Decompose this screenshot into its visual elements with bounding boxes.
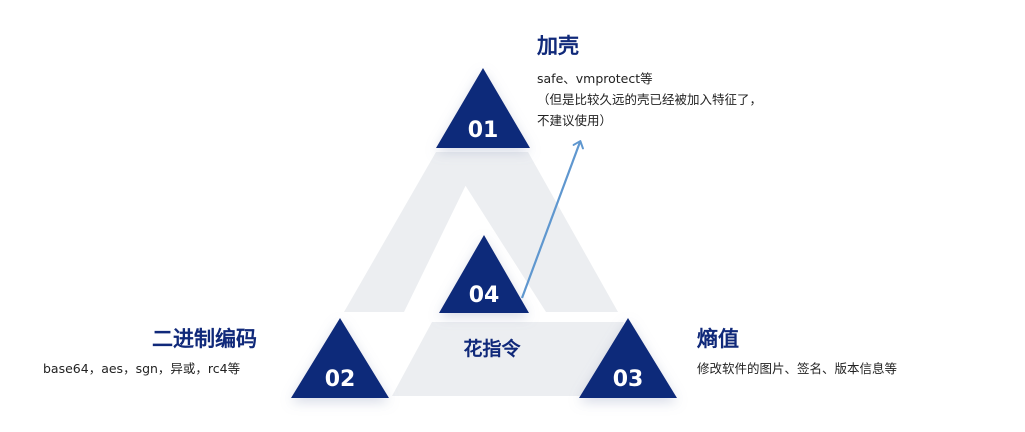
triangle-01 — [436, 68, 530, 148]
title-03: 熵值 — [697, 327, 739, 351]
title-01: 加壳 — [537, 34, 579, 58]
number-04: 04 — [469, 283, 500, 308]
frame-left-segment — [344, 152, 482, 312]
frame-right-segment — [444, 152, 618, 312]
title-04: 花指令 — [463, 337, 521, 360]
frame-bottom-segment — [392, 322, 624, 396]
desc-01-line-2: （但是比较久远的壳已经被加入特征了， — [537, 92, 763, 107]
title-02: 二进制编码 — [152, 327, 257, 351]
number-03: 03 — [613, 367, 644, 392]
number-01: 01 — [468, 118, 499, 143]
desc-02: base64，aes，sgn，异或，rc4等 — [43, 358, 240, 379]
triangle-04 — [439, 235, 529, 313]
desc-03: 修改软件的图片、签名、版本信息等 — [697, 358, 897, 379]
arrow-04-to-01 — [520, 140, 584, 299]
desc-02-line-1: base64，aes，sgn，异或，rc4等 — [43, 361, 241, 376]
desc-01-line-1: safe、vmprotect等 — [537, 71, 653, 86]
desc-03-line-1: 修改软件的图片、签名、版本信息等 — [697, 361, 898, 376]
triangle-03 — [579, 318, 677, 398]
desc-01: safe、vmprotect等 （但是比较久远的壳已经被加入特征了， 不建议使用… — [537, 68, 762, 131]
number-02: 02 — [325, 367, 356, 392]
triangle-02 — [291, 318, 389, 398]
desc-01-line-3: 不建议使用） — [537, 113, 613, 128]
